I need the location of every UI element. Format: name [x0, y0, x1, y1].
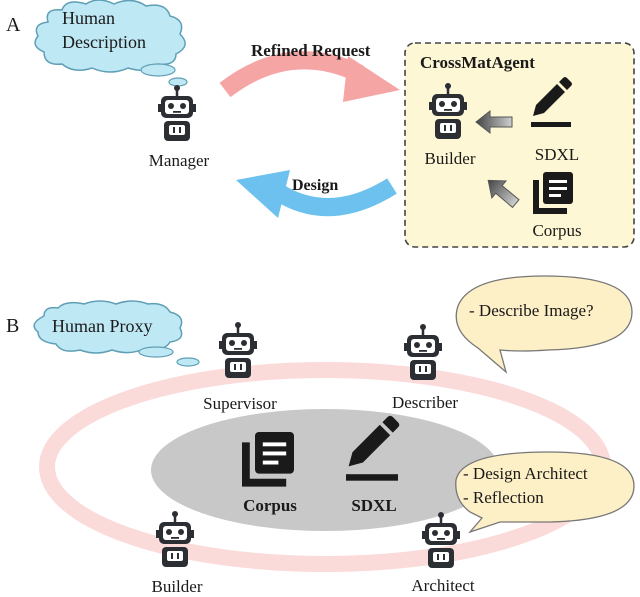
design-label: Design [292, 177, 338, 194]
refined-request-label: Refined Request [251, 41, 371, 60]
builder-label: Builder [425, 149, 476, 168]
corpus-label: Corpus [532, 221, 581, 240]
tools-hub [151, 409, 499, 531]
manager-robot-icon [156, 83, 198, 143]
bubble-architect-line-2: - Reflection [463, 488, 544, 507]
panel-b-letter: B [6, 315, 19, 337]
builder-b-label: Builder [152, 577, 203, 596]
describer-label: Describer [392, 393, 458, 412]
manager-label: Manager [149, 151, 210, 170]
cloud-line-2: Description [62, 32, 146, 52]
sdxl-label: SDXL [535, 145, 579, 164]
crossmatagent-box [404, 42, 635, 248]
cloud-line-1: Human [62, 8, 115, 28]
bubble-describe-text: - Describe Image? [469, 301, 594, 320]
hub-sdxl-label: SDXL [351, 496, 396, 515]
design-arrow [236, 170, 397, 218]
human-proxy-cloud: Human Proxy [33, 300, 200, 367]
human-description-cloud: Human Description [34, 0, 188, 87]
human-proxy-label: Human Proxy [52, 316, 153, 336]
supervisor-label: Supervisor [203, 394, 277, 413]
panel-a-letter: A [6, 14, 21, 36]
bubble-architect-line-1: - Design Architect [463, 464, 588, 483]
architect-speech-bubble: - Design Architect - Reflection [455, 451, 635, 534]
crossmatagent-title: CrossMatAgent [420, 53, 535, 72]
describe-speech-bubble: - Describe Image? [455, 275, 633, 374]
architect-label: Architect [411, 576, 475, 595]
refined-request-arrow [219, 51, 400, 102]
hub-corpus-label: Corpus [243, 496, 297, 515]
